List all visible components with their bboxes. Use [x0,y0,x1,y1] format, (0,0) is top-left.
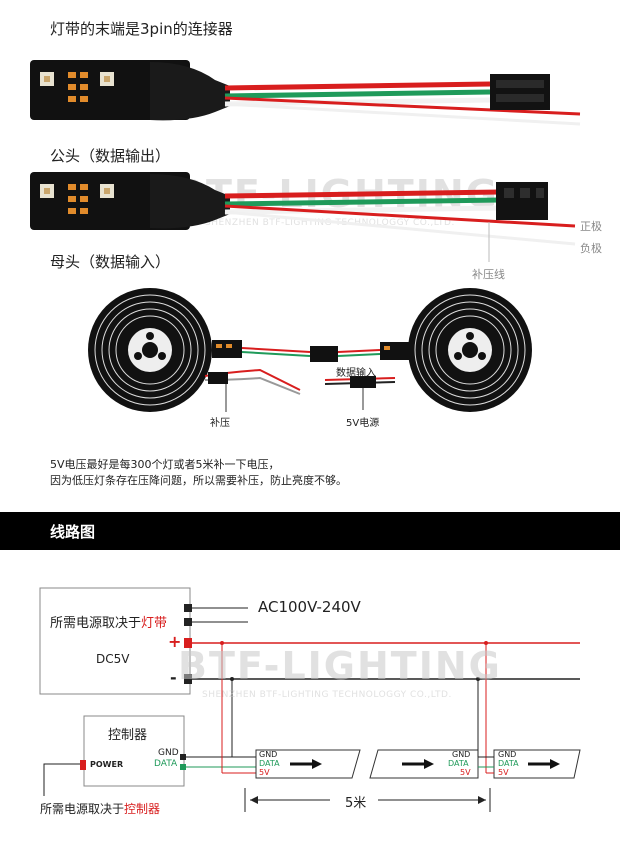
power-tag: POWER [90,760,124,769]
data-input-label: 数据输入 [336,368,376,379]
male-connector-label: 公头（数据输出） [50,147,171,165]
seg3-data: DATA [498,759,519,768]
boost-label: 补压 [210,418,230,429]
seg1-5v: 5V [259,768,270,777]
reel-right [408,288,532,412]
controller-box [83,715,185,787]
controller-data: DATA [154,759,178,769]
connector-title: 灯带的末端是3pin的连接器 [50,20,233,38]
seg1-data: DATA [259,759,280,768]
boost-wire-label: 补压线 [472,268,505,281]
section-title: 线路图 [50,523,96,541]
reel-wiring [204,340,410,412]
watermark-company-bottom: SHENZHEN BTF-LIGHTING TECHNOLOGGY CO.,LT… [202,690,452,700]
plus-sign: + [168,632,182,651]
note-line-2: 因为低压灯条存在压降问题，所以需要补压，防止亮度不够。 [50,474,347,487]
negative-label: 负极 [580,242,602,255]
power-5v-label: 5V电源 [346,418,380,429]
note-line-1: 5V电压最好是每300个灯或者5米补一下电压， [50,458,280,471]
distance-label: 5米 [345,796,367,811]
psu-voltage: DC5V [96,652,130,666]
strip-segment-1 [255,749,361,779]
ac-input-label: AC100V-240V [258,598,361,616]
seg3-5v: 5V [498,768,509,777]
minus-sign: - [170,668,177,687]
psu-text-highlight: 灯带 [141,616,168,631]
seg1-gnd: GND [259,750,278,759]
controller-requirement-text: 所需电源取决于控制器 [40,800,160,817]
section-header: 线路图 [0,512,620,550]
power-supply-box [39,587,191,695]
led-strip-male [30,60,581,126]
female-connector-label: 母头（数据输入） [50,253,171,271]
controller-gnd: GND [158,748,179,758]
psu-requirement-text: 所需电源取决于灯带 [50,612,167,631]
seg2-gnd: GND [452,750,471,759]
strip-segment-2 [369,749,479,779]
controller-title: 控制器 [108,728,148,743]
ctrl-text-prefix: 所需电源取决于 [40,802,125,816]
reel-left [88,288,212,412]
seg2-data: DATA [448,759,469,768]
positive-label: 正极 [580,220,602,233]
watermark-brand-bottom: BTF-LIGHTING [178,644,502,688]
seg3-gnd: GND [498,750,517,759]
led-strip-female [30,172,576,262]
psu-text-prefix: 所需电源取决于 [50,616,142,631]
ctrl-text-highlight: 控制器 [124,802,161,816]
seg2-5v: 5V [460,768,471,777]
strip-segment-3 [493,749,581,779]
